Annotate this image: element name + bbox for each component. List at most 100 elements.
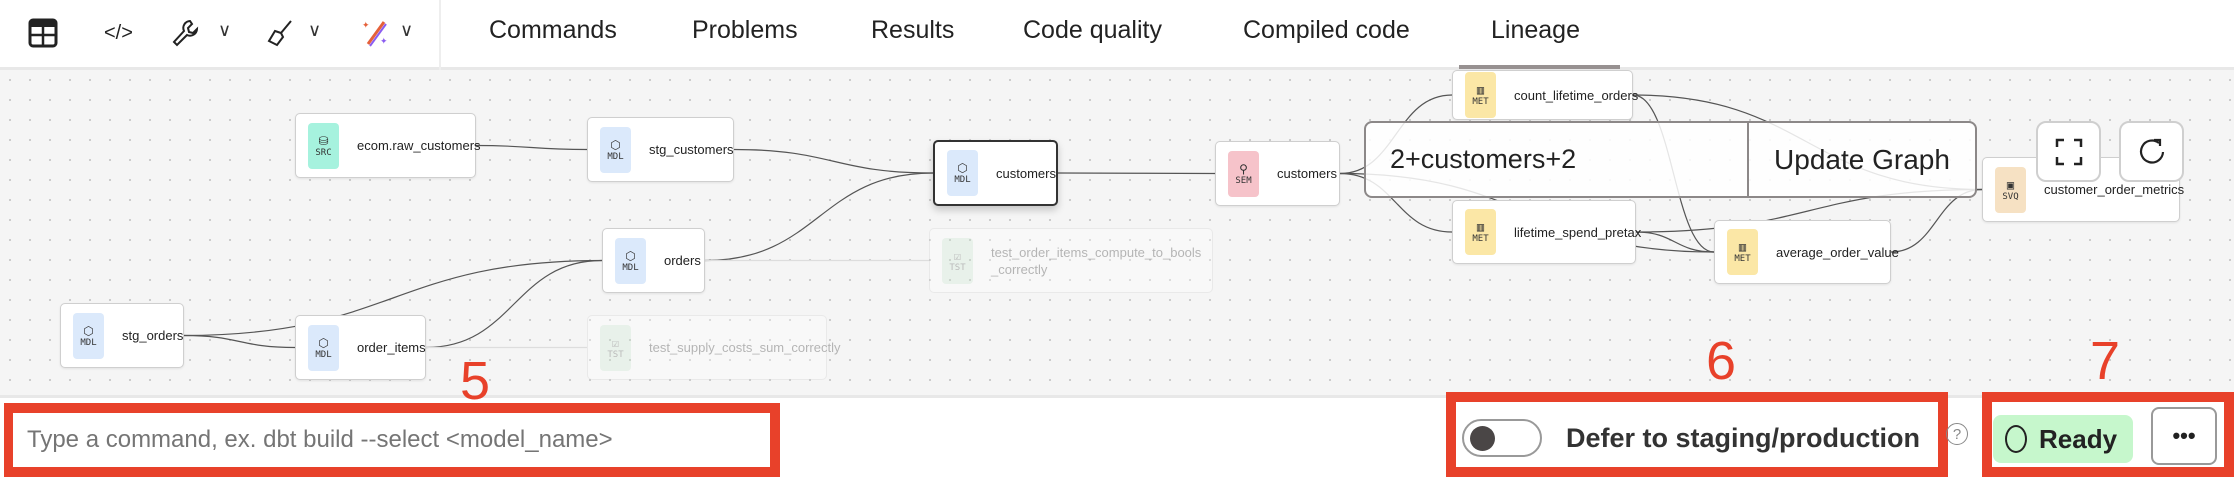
- lineage-edge: [183, 259, 603, 337]
- mdl-icon: ⬡: [83, 323, 94, 338]
- node-type-badge: ⬡MDL: [73, 312, 104, 359]
- help-icon[interactable]: ?: [1946, 423, 1968, 445]
- update-graph-button[interactable]: Update Graph: [1774, 143, 1950, 175]
- node-label: orders: [664, 253, 701, 268]
- defer-label: Defer to staging/production: [1566, 423, 1920, 453]
- tab-lineage[interactable]: Lineage: [1491, 16, 1580, 44]
- lineage-edge: [475, 144, 588, 151]
- lineage-edge: [1635, 231, 1715, 253]
- node-type-badge: ⬡MDL: [615, 237, 646, 284]
- lineage-node[interactable]: ☑TST test_supply_costs_sum_correctly: [587, 315, 840, 380]
- wrench-chevron-down-icon[interactable]: ∨: [218, 20, 232, 40]
- tab-problems[interactable]: Problems: [692, 16, 798, 44]
- node-type: MET: [1472, 97, 1489, 107]
- node-type-badge: ▣SVQ: [1995, 166, 2026, 213]
- node-type: MET: [1734, 254, 1751, 264]
- annotation-box-6: [1446, 392, 1948, 477]
- met-icon: ▥: [1476, 83, 1485, 97]
- refresh-button[interactable]: [2119, 121, 2184, 182]
- lineage-node[interactable]: ⬡MDL orders: [602, 228, 705, 293]
- lineage-edge: [733, 148, 934, 174]
- fullscreen-icon: [2055, 138, 2082, 165]
- ai-chevron-down-icon[interactable]: ∨: [400, 20, 414, 40]
- tab-compiled-code[interactable]: Compiled code: [1243, 16, 1410, 44]
- node-type-badge: ⚲SEM: [1228, 150, 1259, 197]
- table-icon[interactable]: [28, 18, 58, 48]
- lineage-node[interactable]: ⬡MDL customers: [933, 140, 1058, 206]
- lineage-edge: [183, 334, 296, 349]
- annotation-label-5: 5: [460, 351, 491, 411]
- more-options-button[interactable]: •••: [2151, 407, 2217, 465]
- svq-icon: ▣: [2006, 177, 2015, 192]
- broom-icon[interactable]: [265, 18, 295, 48]
- annotation-box-7: [1982, 392, 2234, 477]
- command-input[interactable]: [13, 413, 770, 467]
- node-type: SRC: [315, 147, 332, 158]
- annotation-label-7: 7: [2090, 331, 2121, 391]
- status-circle-icon: [2005, 425, 2027, 453]
- wrench-icon[interactable]: [170, 18, 200, 48]
- node-label: stg_orders: [122, 328, 184, 343]
- status-label: Ready: [2039, 423, 2118, 454]
- annotation-label-6: 6: [1706, 331, 1737, 391]
- broom-chevron-down-icon[interactable]: ∨: [308, 20, 322, 40]
- tab-results[interactable]: Results: [871, 16, 955, 44]
- node-type-badge: ⛁SRC: [308, 122, 339, 169]
- node-type: SVQ: [2002, 191, 2019, 202]
- node-label: lifetime_spend_pretax: [1514, 224, 1642, 240]
- tab-commands[interactable]: Commands: [489, 16, 617, 44]
- lineage-node[interactable]: ⬡MDL stg_customers: [587, 117, 734, 182]
- refresh-icon: [2139, 138, 2164, 164]
- node-label: test_order_items_compute_to_bools _corre…: [991, 244, 1202, 277]
- status-badge: Ready: [1993, 415, 2133, 463]
- fullscreen-button[interactable]: [2036, 121, 2101, 182]
- lineage-edge: [1339, 172, 1453, 233]
- node-type: SEM: [1235, 175, 1252, 186]
- lineage-node[interactable]: ⬡MDL stg_orders: [60, 303, 184, 368]
- node-type-badge: ☑TST: [600, 324, 631, 371]
- lineage-edge: [704, 172, 934, 262]
- node-label: ecom.raw_customers: [357, 138, 481, 153]
- lineage-node[interactable]: ▥MET count_lifetime_orders: [1452, 70, 1638, 120]
- lineage-edge: [1890, 188, 1983, 253]
- lineage-node[interactable]: ⚲SEM customers: [1215, 141, 1340, 206]
- node-type: MDL: [607, 151, 624, 162]
- toolbar-divider: [439, 0, 441, 70]
- node-type: MDL: [622, 262, 639, 273]
- node-type-badge: ▥MET: [1465, 72, 1496, 118]
- node-label: customer_order_metrics: [2044, 182, 2185, 197]
- annotation-box-5: [4, 403, 780, 477]
- svg-text:✦: ✦: [380, 36, 388, 46]
- tab-code-quality[interactable]: Code quality: [1023, 16, 1162, 44]
- met-icon: ▥: [1476, 220, 1485, 234]
- graph-selector-input[interactable]: [1366, 123, 1749, 196]
- node-label: count_lifetime_orders: [1514, 87, 1639, 103]
- node-type-badge: ⬡MDL: [947, 150, 978, 196]
- node-type: MDL: [954, 175, 971, 185]
- mdl-icon: ⬡: [318, 335, 329, 350]
- lineage-node[interactable]: ⛁SRC ecom.raw_customers: [295, 113, 481, 178]
- toggle-knob: [1470, 426, 1495, 451]
- node-label: test_supply_costs_sum_correctly: [649, 340, 841, 355]
- src-icon: ⛁: [318, 133, 329, 148]
- node-label: customers: [996, 165, 1056, 181]
- node-type-badge: ⬡MDL: [600, 126, 631, 173]
- mdl-icon: ⬡: [957, 161, 968, 175]
- node-type: TST: [607, 349, 624, 360]
- active-tab-indicator: [1459, 65, 1620, 69]
- svg-text:✦: ✦: [362, 20, 370, 30]
- magic-wand-icon[interactable]: ✦✦: [360, 18, 390, 48]
- defer-toggle[interactable]: [1462, 419, 1542, 457]
- graph-selector-bar: Update Graph: [1364, 121, 1977, 198]
- node-type: MDL: [315, 349, 332, 360]
- tst-icon: ☑: [953, 248, 962, 263]
- code-icon[interactable]: </>: [104, 21, 133, 44]
- node-label: average_order_value: [1776, 244, 1899, 260]
- node-label: stg_customers: [649, 142, 734, 157]
- node-label: customers: [1277, 166, 1337, 181]
